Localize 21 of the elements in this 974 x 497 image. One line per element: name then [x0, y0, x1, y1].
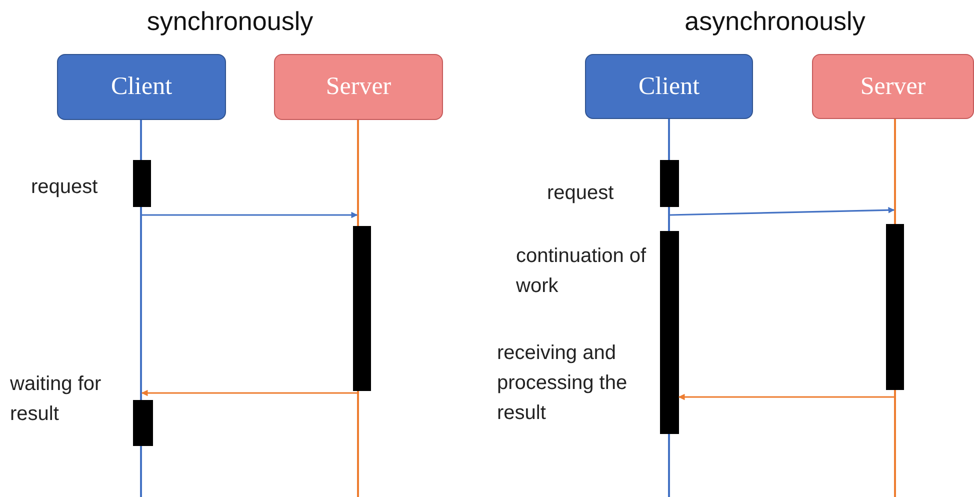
step-note: continuation of work [516, 244, 648, 299]
activation-bar [660, 160, 679, 207]
participant-box: Client [57, 54, 226, 120]
participant-box: Server [274, 54, 443, 120]
participant-box: Client [585, 54, 753, 119]
message-arrow [670, 206, 895, 216]
participant-box: Server [812, 54, 974, 119]
activation-bar [886, 224, 904, 390]
step-note: receiving and processing the result [497, 341, 628, 426]
activation-bar [353, 226, 371, 391]
activation-bar [133, 400, 153, 446]
message-arrow [141, 390, 357, 396]
activation-bar [133, 160, 151, 207]
section-heading: asynchronously [684, 6, 866, 37]
step-note: request [547, 181, 615, 206]
step-note: waiting for result [10, 372, 102, 427]
message-arrow [678, 394, 894, 400]
message-arrow [142, 212, 358, 218]
step-note: request [31, 175, 99, 200]
section-heading: synchronously [146, 6, 314, 37]
activation-bar [660, 231, 679, 434]
